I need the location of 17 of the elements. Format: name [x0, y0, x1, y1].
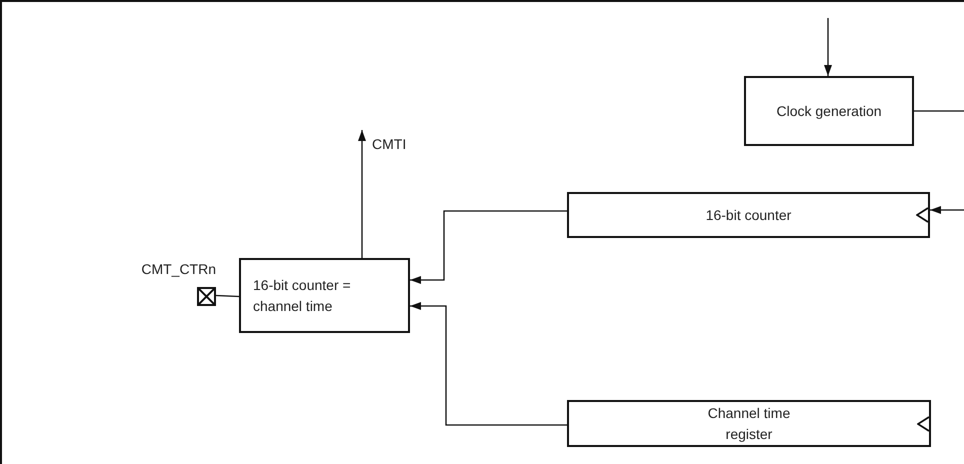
- pin-label: CMT_CTRn: [140, 261, 216, 278]
- connector-line: [216, 294, 240, 298]
- arrow: [410, 210, 567, 284]
- block-box: [239, 258, 410, 333]
- block-box: [567, 192, 930, 238]
- arrow: [410, 302, 567, 426]
- block-label: Channel time register: [706, 404, 792, 444]
- block-label: 16-bit counter: [706, 206, 792, 225]
- arrow: [930, 206, 964, 214]
- block-box: [567, 400, 931, 447]
- arrow: [824, 18, 832, 76]
- connector-line: [914, 110, 964, 112]
- block-box: [744, 76, 914, 146]
- block-label: 16-bit counter = channel time: [253, 276, 352, 316]
- arrow: [358, 130, 366, 258]
- pin-symbol: [197, 287, 216, 306]
- block-label: Clock generation: [776, 102, 882, 121]
